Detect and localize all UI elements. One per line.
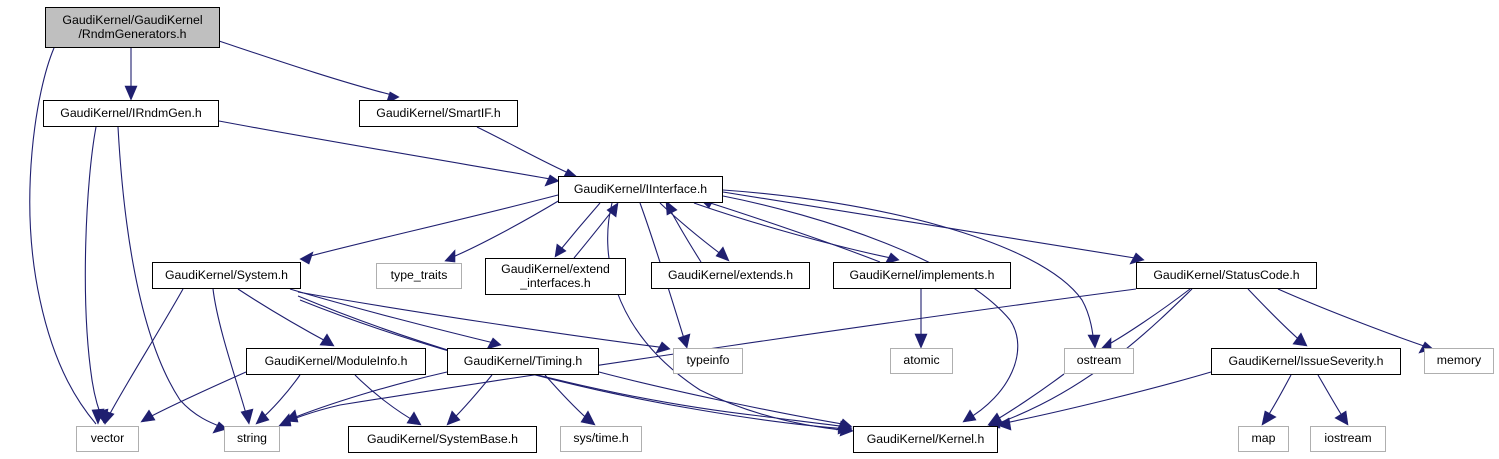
edge-system-to-timing [289, 288, 499, 345]
graph-node-atomic[interactable]: atomic [890, 348, 953, 374]
edge-iinterface-to-type_traits [447, 199, 561, 260]
arrowhead-icon [544, 174, 560, 187]
arrowhead-icon [101, 409, 115, 425]
graph-node-iinterface[interactable]: GaudiKernel/IInterface.h [558, 176, 723, 203]
graph-node-vector[interactable]: vector [76, 426, 139, 452]
graph-node-extends[interactable]: GaudiKernel/extends.h [651, 262, 810, 289]
edge-timing-to-kernel [598, 371, 849, 426]
arrowhead-icon [319, 333, 335, 347]
graph-node-statuscode[interactable]: GaudiKernel/StatusCode.h [1136, 262, 1317, 289]
arrowhead-icon [554, 243, 567, 258]
edge-iinterface-to-system [302, 194, 559, 259]
arrowhead-icon [715, 246, 730, 262]
graph-node-moduleinfo[interactable]: GaudiKernel/ModuleInfo.h [246, 348, 426, 375]
graph-node-map[interactable]: map [1238, 426, 1289, 452]
graph-node-kernel[interactable]: GaudiKernel/Kernel.h [853, 426, 998, 453]
arrowhead-icon [606, 202, 619, 218]
graph-node-timing[interactable]: GaudiKernel/Timing.h [447, 348, 599, 375]
edge-moduleinfo-to-systembase [354, 374, 419, 424]
edge-rndmgenerators-to-smartif [218, 40, 397, 97]
graph-node-memory[interactable]: memory [1424, 348, 1494, 374]
graph-node-string[interactable]: string [224, 426, 280, 452]
edge-system-to-vector [105, 288, 184, 422]
arrowhead-icon [1292, 332, 1308, 347]
graph-node-systime[interactable]: sys/time.h [560, 426, 642, 452]
graph-node-systembase[interactable]: GaudiKernel/SystemBase.h [348, 426, 537, 453]
arrowhead-icon [1261, 410, 1277, 426]
arrowhead-icon [240, 408, 254, 425]
graph-node-issueseverity[interactable]: GaudiKernel/IssueSeverity.h [1211, 348, 1401, 375]
edge-implements-to-iinterface [703, 200, 881, 263]
edge-moduleinfo-to-vector [143, 371, 247, 421]
edge-iinterface-to-extend_if [556, 202, 601, 255]
graph-node-irndmgen[interactable]: GaudiKernel/IRndmGen.h [43, 100, 219, 127]
arrowhead-icon [996, 417, 1012, 431]
arrowhead-icon [987, 412, 1004, 426]
edge-irndmgen-to-iinterface [218, 120, 557, 181]
edge-system-to-kernel [297, 295, 850, 430]
arrowhead-icon [124, 85, 138, 101]
edge-smartif-to-iinterface [476, 126, 574, 176]
graph-node-rndmgenerators[interactable]: GaudiKernel/GaudiKernel /RndmGenerators.… [45, 7, 220, 48]
arrowhead-icon [665, 200, 678, 216]
arrowhead-icon [406, 411, 422, 426]
edge-statuscode-to-ostream [1103, 288, 1191, 348]
arrowhead-icon [962, 409, 977, 423]
edge-iinterface-to-kernel [722, 195, 1019, 421]
arrowhead-icon [444, 249, 456, 263]
graph-node-extend_if[interactable]: GaudiKernel/extend _interfaces.h [485, 258, 626, 295]
arrowhead-icon [580, 410, 596, 426]
arrowhead-icon [255, 410, 270, 425]
edge-iinterface-to-statuscode [722, 191, 1142, 260]
edge-statuscode-to-memory [1277, 288, 1431, 349]
arrowhead-icon [486, 337, 502, 350]
edge-system-to-kernel [299, 299, 850, 428]
edge-iinterface-to-ostream [722, 189, 1095, 346]
edge-system-to-moduleinfo [237, 288, 332, 345]
edge-iinterface-to-implements [693, 202, 897, 260]
arrowhead-icon [446, 410, 461, 426]
graph-node-type_traits[interactable]: type_traits [376, 263, 462, 289]
edge-system-to-typeinfo [297, 291, 668, 349]
arrowhead-icon [140, 409, 156, 423]
arrowhead-icon [914, 333, 928, 349]
arrowhead-icon [1334, 410, 1349, 426]
edge-system-to-string [212, 288, 249, 422]
graph-node-iostream[interactable]: iostream [1310, 426, 1386, 452]
graph-node-smartif[interactable]: GaudiKernel/SmartIF.h [359, 100, 518, 127]
graph-node-typeinfo[interactable]: typeinfo [673, 348, 743, 374]
edge-issueseverity-to-kernel [999, 371, 1212, 425]
arrowhead-icon [299, 251, 314, 265]
edge-timing-to-string [287, 371, 448, 421]
graph-node-system[interactable]: GaudiKernel/System.h [152, 262, 301, 289]
edge-rndmgenerators-to-vector [29, 47, 97, 425]
arrowhead-icon [677, 333, 691, 349]
edge-statuscode-to-issueseverity [1247, 288, 1305, 345]
edge-irndmgen-to-string [117, 126, 225, 429]
graph-node-implements[interactable]: GaudiKernel/implements.h [833, 262, 1011, 289]
arrowhead-icon [278, 413, 292, 427]
graph-node-ostream[interactable]: ostream [1064, 348, 1134, 374]
arrowhead-icon [212, 421, 228, 434]
arrowhead-icon [836, 418, 852, 431]
edge-irndmgen-to-vector [84, 126, 105, 424]
arrowhead-icon [1087, 334, 1101, 349]
arrowhead-icon [655, 341, 671, 354]
